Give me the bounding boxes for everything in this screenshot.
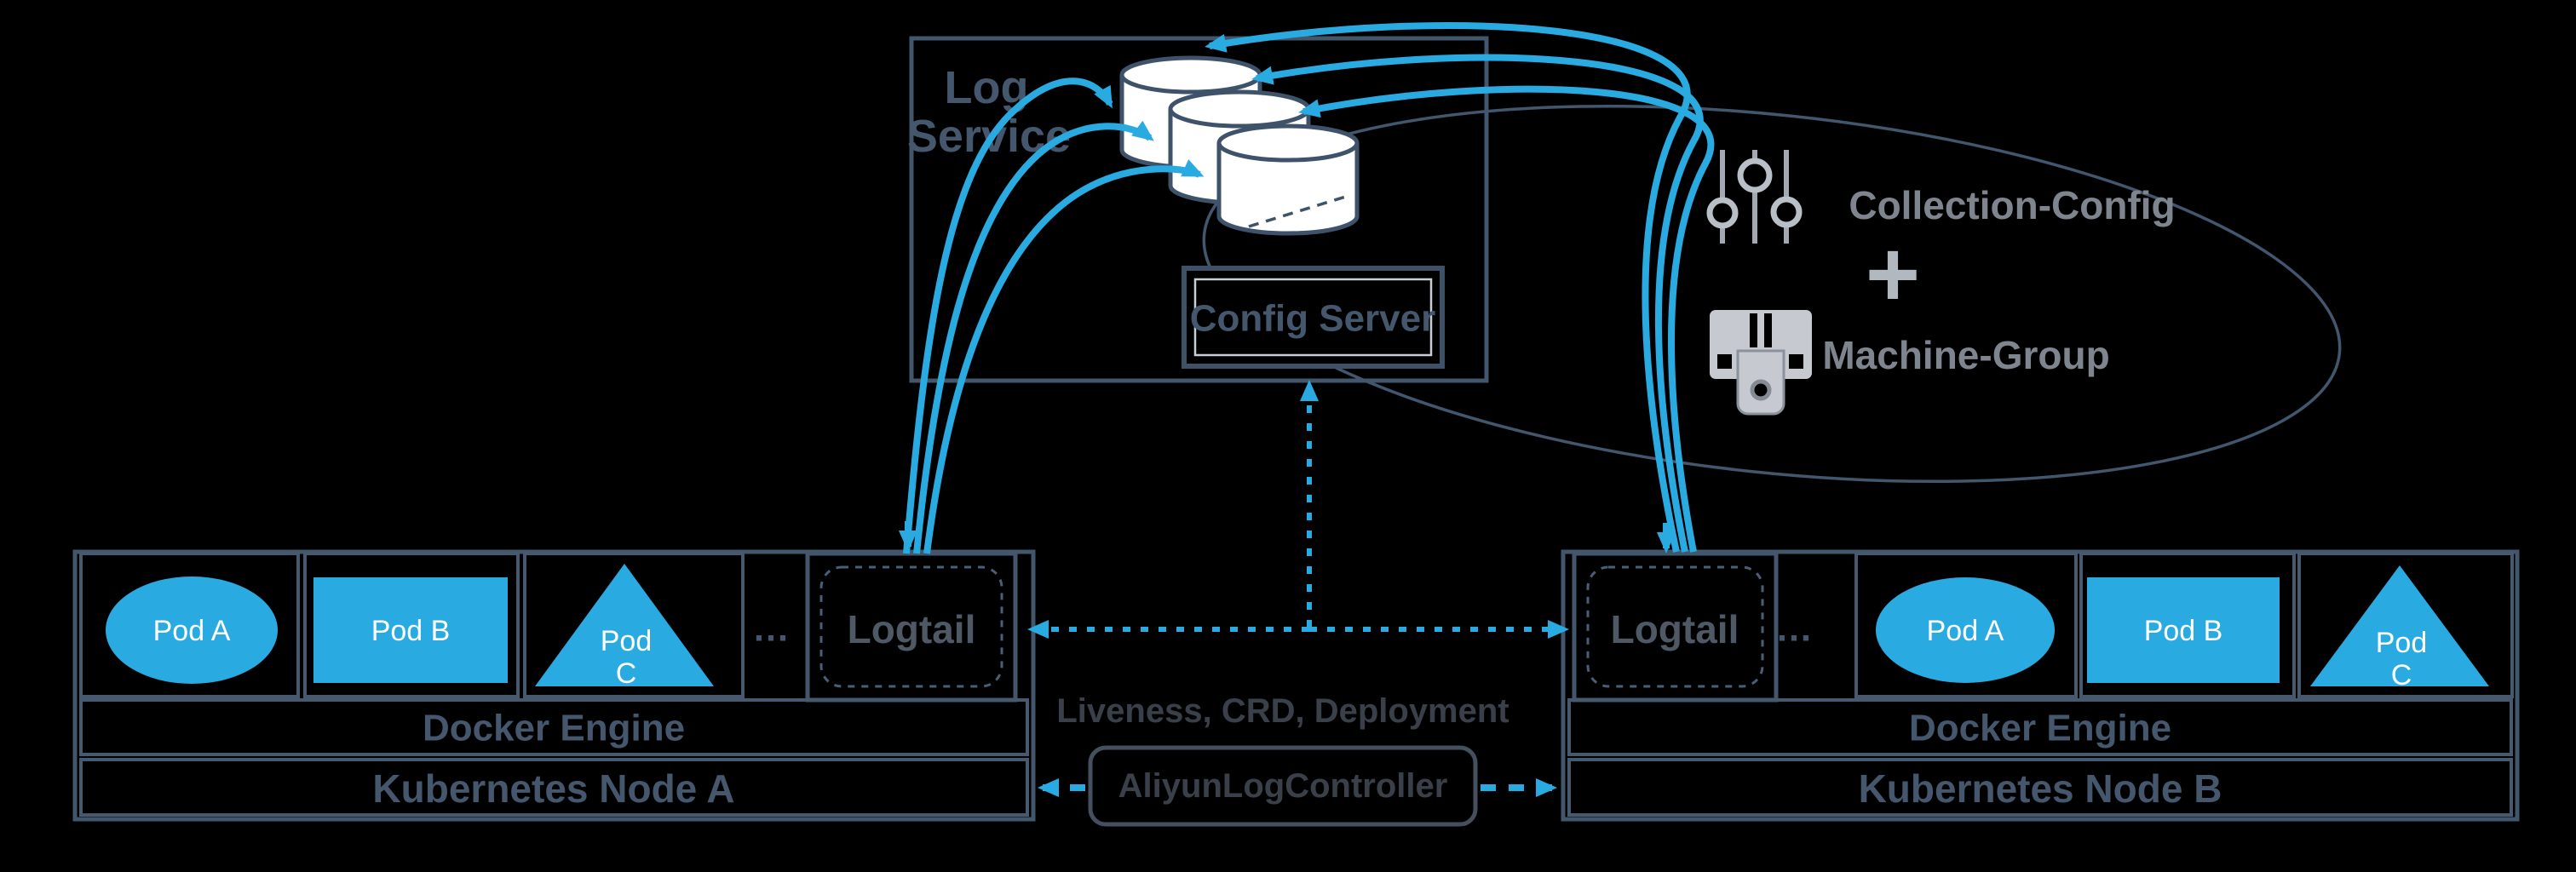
node-b-pod-c-label-line1: Pod bbox=[2376, 627, 2428, 659]
log-service-title-line1: Log bbox=[945, 62, 1029, 113]
node-a-pod-b-shape bbox=[313, 577, 508, 683]
node-a-pod-a-shape bbox=[106, 577, 278, 684]
plus-icon: + bbox=[1866, 222, 1920, 327]
node-a-docker-engine-bar bbox=[79, 698, 1029, 756]
sliders-icon bbox=[1706, 150, 1803, 244]
node-a-pod-cell-b bbox=[303, 552, 520, 698]
node-a-pod-b-label: Pod B bbox=[371, 615, 451, 647]
node-a-pod-a-label: Pod A bbox=[153, 615, 231, 647]
machine-group-label: Machine-Group bbox=[1822, 333, 2109, 377]
node-a-more-pods: … bbox=[752, 608, 790, 650]
logtail-a-inner-border bbox=[819, 565, 1003, 688]
node-a-pod-c-label-line2: C bbox=[616, 657, 637, 690]
node-b-pod-cell-a bbox=[1854, 552, 2078, 698]
logstore-cylinder-3 bbox=[1216, 123, 1360, 236]
controller-label: AliyunLogController bbox=[1118, 767, 1448, 805]
config-server-label: Config Server bbox=[1190, 298, 1436, 340]
log-service-box bbox=[909, 36, 1489, 383]
node-a-kubernetes-bar bbox=[79, 758, 1029, 817]
logtail-a-to-logstore-arrows bbox=[899, 77, 1205, 554]
node-a-pod-c-label-line1: Pod bbox=[601, 625, 653, 657]
logtail-b-label: Logtail bbox=[1611, 607, 1739, 651]
node-a-pod-cell-c bbox=[523, 552, 745, 698]
logtail-a-label: Logtail bbox=[848, 607, 976, 651]
node-a-pod-cell-a bbox=[79, 552, 300, 698]
controller-box bbox=[1088, 745, 1478, 827]
node-b-pod-a-shape bbox=[1876, 577, 2055, 683]
node-b-kubernetes-bar bbox=[1567, 758, 2513, 817]
node-b-pod-b-label: Pod B bbox=[2144, 615, 2223, 647]
kubernetes-node-a: Pod A Pod B Pod C … Logtail Docker Engin… bbox=[72, 549, 1036, 822]
controller-caption: Liveness, CRD, Deployment bbox=[1056, 692, 1509, 730]
machine-group-icon bbox=[1710, 310, 1812, 416]
logtail-b-inner-border bbox=[1586, 565, 1764, 688]
node-b-pod-cell-b bbox=[2079, 552, 2296, 698]
node-b-docker-engine-label: Docker Engine bbox=[1909, 708, 2171, 749]
node-a-docker-engine-label: Docker Engine bbox=[423, 708, 685, 749]
node-a-label: Kubernetes Node A bbox=[372, 766, 734, 811]
node-b-pod-b-shape bbox=[2087, 577, 2280, 683]
node-b-pod-a-label: Pod A bbox=[1927, 615, 2004, 647]
node-b-docker-engine-bar bbox=[1567, 698, 2513, 756]
node-b-label: Kubernetes Node B bbox=[1859, 766, 2222, 811]
node-b-more-pods: … bbox=[1775, 608, 1813, 650]
node-b-pod-c-shape bbox=[2310, 565, 2489, 686]
kubernetes-node-b: Logtail … Pod A Pod B Pod C Docker Engin… bbox=[1561, 549, 2520, 822]
node-a-pod-c-shape bbox=[535, 564, 714, 686]
node-b-pod-cell-c bbox=[2297, 552, 2514, 698]
config-server-box: Config Server bbox=[1182, 266, 1445, 369]
logtail-b-to-logstore-arrows bbox=[1205, 22, 1715, 554]
config-scope-ellipse bbox=[1202, 104, 2342, 484]
collection-config-label: Collection-Config bbox=[1849, 183, 2175, 227]
node-b-pod-c-label-line2: C bbox=[2391, 659, 2412, 691]
